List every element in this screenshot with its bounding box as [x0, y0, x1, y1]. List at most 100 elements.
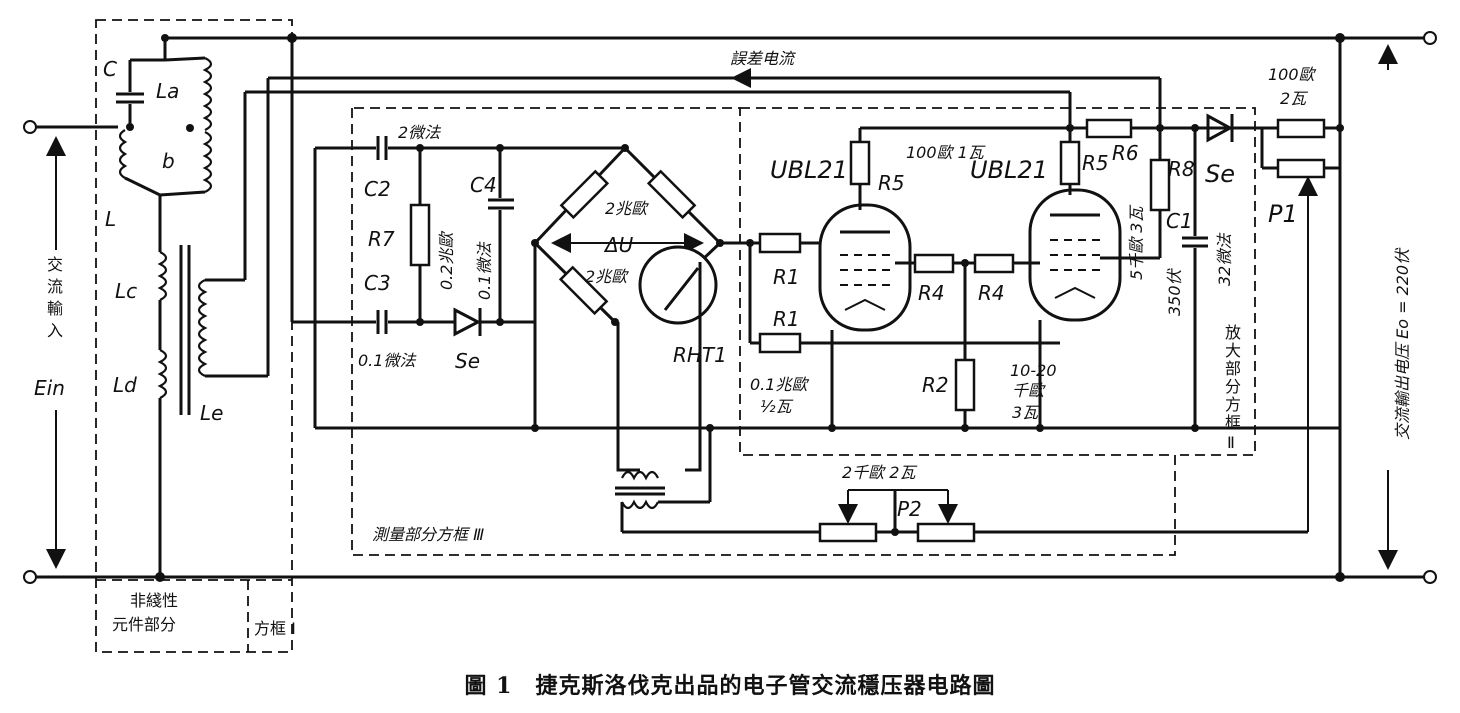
- r1-watt: ½瓦: [760, 397, 794, 416]
- input-terminal-bottom: [23, 570, 37, 584]
- delta-u-label: ΔU: [603, 233, 634, 257]
- resistor-r1-lower: [750, 332, 1060, 354]
- resistor-r4-b: [965, 253, 1040, 274]
- amplifier-frame-box: [740, 107, 1256, 456]
- label-r7: R7: [368, 227, 395, 251]
- potentiometer-p1: [1260, 38, 1342, 577]
- label-le: Le: [200, 401, 223, 425]
- capacitor-c4: [488, 148, 514, 322]
- label-se-measurement: Se: [455, 349, 480, 373]
- capacitor-c1: [1182, 128, 1208, 428]
- amp-char-2: 大: [1225, 341, 1241, 360]
- label-rht1: RHT1: [673, 343, 727, 367]
- input-char-1: 交: [47, 255, 63, 274]
- diode-se-measurement: [453, 307, 535, 337]
- amp-char-1: 放: [1225, 323, 1241, 342]
- label-l: L: [105, 207, 116, 231]
- inductor-ld: [157, 349, 168, 577]
- c3-value: 0.1微法: [358, 351, 417, 370]
- transformer-core: [179, 245, 191, 415]
- label-c3: C3: [364, 271, 391, 295]
- label-r1-upper: R1: [773, 265, 800, 289]
- label-r6: R6: [1112, 141, 1139, 165]
- feedback-wires: [243, 38, 1160, 376]
- c2-value: 2微法: [398, 123, 442, 142]
- label-r5-b: R5: [1082, 151, 1109, 175]
- amplifier-label-vertical: 放 大 部 分 方 框 Ⅱ: [1225, 323, 1241, 452]
- bridge-res-top-value: 2兆歐: [605, 199, 649, 218]
- r2-value: 10-20: [1010, 361, 1057, 380]
- bridge-res-bottom-value: 2兆歐: [585, 267, 629, 286]
- inductor-la: [164, 56, 213, 131]
- amp-char-6: 框: [1225, 413, 1241, 432]
- resistor-r7: [409, 148, 431, 322]
- label-c4: C4: [470, 173, 497, 197]
- r7-value: 0.2兆歐: [437, 231, 456, 290]
- label-r5-a: R5: [878, 171, 905, 195]
- label-ubl21-a: UBL21: [770, 156, 848, 184]
- resistor-r2: [954, 263, 976, 428]
- label-r4-a: R4: [918, 281, 945, 305]
- junction-dots: [126, 33, 1345, 582]
- label-p2: P2: [897, 497, 922, 521]
- nonlinear-label-2: 元件部分: [112, 615, 176, 634]
- inductor-le: [197, 255, 268, 378]
- bridge: [500, 146, 722, 428]
- inductor-b: [118, 129, 213, 197]
- inductor-lc: [157, 195, 168, 350]
- top-rail: [163, 36, 1424, 60]
- figure-caption: 圖 1 捷克斯洛伐克出品的电子管交流穩压器电路圖: [464, 673, 996, 699]
- r1-value: 0.1兆歐: [750, 375, 809, 394]
- circuit-schematic: C La b L Lc Ld Le 交 流 輸 入 Ein 誤差电流 2微法 C…: [23, 19, 1437, 653]
- measurement-frame-label: 測量部分方框 Ⅲ: [372, 525, 484, 544]
- amp-char-3: 部: [1225, 359, 1241, 378]
- r5-value: 100歐 1瓦: [906, 143, 986, 162]
- nonlinear-label-1: 非綫性: [130, 591, 178, 610]
- label-c2: C2: [364, 177, 391, 201]
- label-b: b: [162, 149, 175, 173]
- input-char-2: 流: [47, 277, 63, 296]
- label-r4-b: R4: [978, 281, 1005, 305]
- r8-value: 5千歐 3瓦: [1127, 205, 1146, 280]
- r2-unit: 千歐: [1012, 381, 1046, 400]
- output-voltage-label: 交流輸出电压 Eo = 220伏: [1393, 247, 1412, 440]
- amp-numeral: Ⅱ: [1227, 433, 1235, 452]
- label-la: La: [156, 79, 179, 103]
- diode-se-amplifier: [1206, 113, 1262, 143]
- label-se-amplifier: Se: [1205, 160, 1235, 188]
- amp-char-5: 方: [1225, 395, 1241, 414]
- c1-voltage: 350伏: [1165, 267, 1184, 316]
- r2-watt: 3瓦: [1012, 403, 1040, 422]
- frame-one-box: [95, 19, 293, 653]
- tube-ubl21-a: [818, 203, 912, 332]
- label-ubl21-b: UBL21: [970, 156, 1048, 184]
- resistor-r6: [1085, 118, 1133, 139]
- input-label-vertical: 交 流 輸 入 Ein: [34, 255, 65, 400]
- input-char-4: 入: [47, 321, 63, 340]
- potentiometer-p2: [622, 489, 1308, 543]
- label-lc: Lc: [115, 279, 137, 303]
- c1-value: 32微法: [1215, 232, 1234, 286]
- frame-one-label: 方框 I: [254, 619, 296, 638]
- p1-value: 100歐: [1268, 65, 1317, 84]
- label-ld: Ld: [113, 373, 137, 397]
- input-symbol: Ein: [34, 376, 65, 400]
- resistor-r5-a: [849, 128, 871, 210]
- p2-value: 2千歐 2瓦: [842, 463, 917, 482]
- label-c: C: [103, 57, 117, 81]
- label-c1: C1: [1166, 209, 1193, 233]
- amp-char-4: 分: [1225, 377, 1241, 396]
- label-r2: R2: [922, 373, 949, 397]
- rht1-tube: [616, 241, 740, 472]
- resistor-r1-upper: [740, 232, 830, 343]
- resistor-r8: [1100, 78, 1171, 260]
- p1-watt: 2瓦: [1280, 89, 1308, 108]
- tube-ubl21-b: [1028, 188, 1122, 322]
- rht1-filament-transformer: [615, 428, 712, 532]
- label-p1: P1: [1268, 200, 1298, 228]
- error-current-label: 誤差电流: [730, 49, 796, 68]
- input-char-3: 輸: [47, 299, 63, 318]
- output-terminal-top: [1423, 31, 1437, 45]
- input-terminal-top: [23, 120, 37, 134]
- output-terminal-bottom: [1423, 570, 1437, 584]
